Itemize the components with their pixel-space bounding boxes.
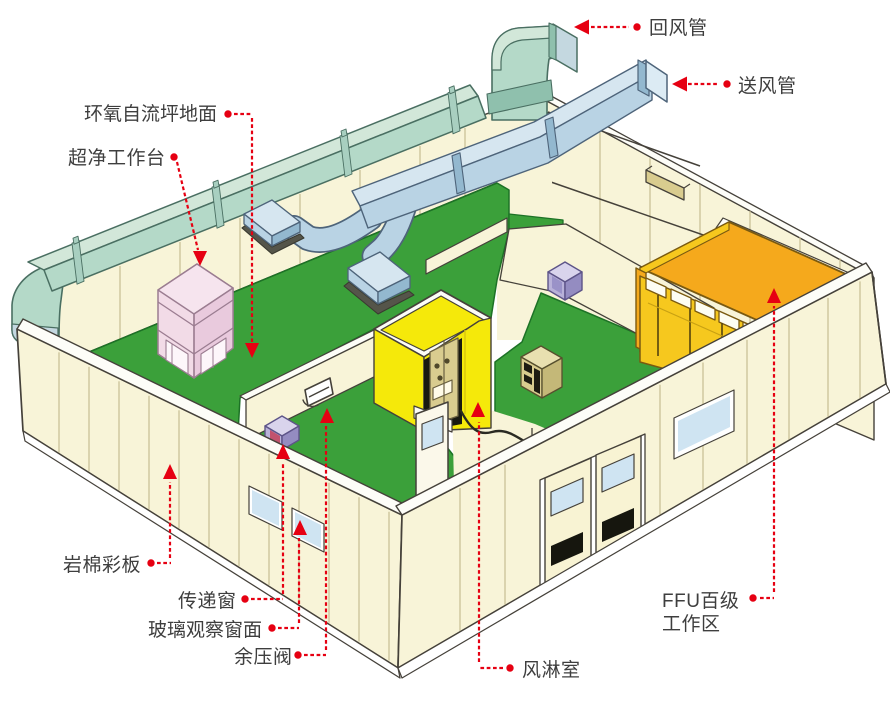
svg-text:环氧自流坪地面: 环氧自流坪地面 [84,103,217,125]
svg-text:风淋室: 风淋室 [522,659,581,681]
svg-text:岩棉彩板: 岩棉彩板 [63,554,141,576]
svg-text:传递窗: 传递窗 [178,590,237,612]
svg-text:超净工作台: 超净工作台 [68,147,166,169]
svg-text:FFU百级: FFU百级 [662,590,739,612]
svg-text:余压阀: 余压阀 [234,646,293,668]
svg-text:送风管: 送风管 [738,75,797,97]
svg-text:回风管: 回风管 [649,17,708,39]
svg-text:工作区: 工作区 [662,613,721,635]
svg-text:玻璃观察窗面: 玻璃观察窗面 [148,619,262,641]
